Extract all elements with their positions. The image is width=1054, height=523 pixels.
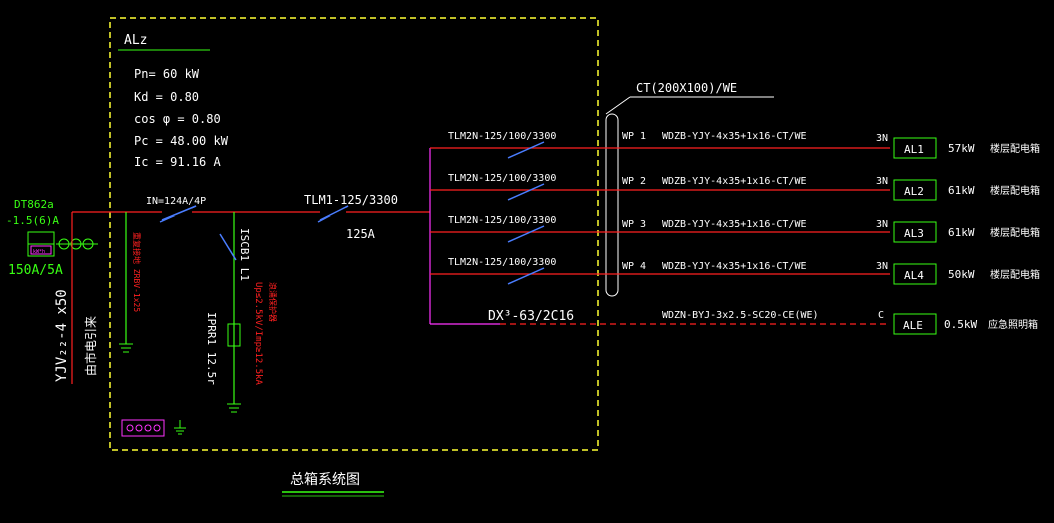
circuit-4-wp: WP 4 — [622, 261, 646, 272]
circuit-4-target-box — [893, 263, 937, 285]
circuit-4: TLM2N-125/100/3300 WP 4 WDZB-YJY-4x35+1x… — [430, 257, 1040, 285]
main-breaker-current: 125A — [346, 227, 376, 241]
diagram-title: 总箱系统图 — [290, 472, 360, 488]
earth-terminal-block — [121, 419, 165, 437]
emergency-phase: C — [878, 310, 884, 321]
cable-tray-label: CT(200X100)/WE — [636, 81, 737, 95]
circuit-1-power: 57kW — [948, 142, 975, 155]
circuit-4-target: AL4 — [904, 269, 924, 282]
incoming-source-note: 由市电引来 — [83, 316, 98, 376]
current-transformer — [56, 238, 98, 250]
emergency-desc: 应急照明箱 — [988, 318, 1038, 331]
circuit-2-power: 61kW — [948, 184, 975, 197]
circuit-1-switch — [507, 141, 545, 159]
circuit-2-target: AL2 — [904, 185, 924, 198]
emergency-target: ALE — [903, 319, 923, 332]
isolator-gap — [162, 208, 192, 216]
emergency-breaker: DX³-63/2C16 — [488, 309, 574, 324]
ground-red-note: 重复接地 ZRBV-1x25 — [132, 232, 142, 312]
circuit-1-breaker: TLM2N-125/100/3300 — [448, 131, 556, 142]
circuit-2-switch — [507, 183, 545, 201]
panel-pc: Pc = 48.00 kW — [134, 134, 229, 148]
circuit-1-target-box — [893, 137, 937, 159]
emergency-power: 0.5kW — [944, 318, 977, 331]
cable-tray-leader — [605, 96, 631, 115]
main-breaker-gap — [320, 208, 346, 216]
circuit-3-switch — [507, 225, 545, 243]
panel-ic: Ic = 91.16 A — [134, 155, 221, 169]
circuit-3-cable: WDZB-YJY-4x35+1x16-CT/WE — [662, 219, 807, 230]
main-breaker-label: TLM1-125/3300 — [304, 193, 398, 207]
circuit-1: TLM2N-125/100/3300 WP 1 WDZB-YJY-4x35+1x… — [430, 131, 1040, 159]
circuit-1-target: AL1 — [904, 143, 924, 156]
spd-device — [227, 323, 241, 347]
spd-device-label: IPRR1 12.5r — [205, 312, 218, 385]
circuit-4-power: 50kW — [948, 268, 975, 281]
spd-breaker-label: ISCB1 L1 — [238, 228, 251, 281]
meter-box-label: kW*h — [33, 249, 45, 255]
panel-name: ALz — [124, 33, 147, 48]
circuit-3-phase: 3N — [876, 219, 888, 230]
circuit-1-wp: WP 1 — [622, 131, 646, 142]
circuit-2: TLM2N-125/100/3300 WP 2 WDZB-YJY-4x35+1x… — [430, 173, 1040, 201]
emergency-circuit: DX³-63/2C16 WDZN-BYJ-3x2.5-SC20-CE(WE) C… — [430, 309, 1038, 335]
circuit-2-breaker: TLM2N-125/100/3300 — [448, 173, 556, 184]
ct-ratio: 150A/5A — [8, 263, 63, 278]
panel-pn: Pn= 60 kW — [134, 67, 200, 81]
ground-symbol-1 — [119, 343, 133, 353]
circuit-2-cable: WDZB-YJY-4x35+1x16-CT/WE — [662, 176, 807, 187]
spd-breaker-switch — [219, 233, 237, 261]
circuit-4-breaker: TLM2N-125/100/3300 — [448, 257, 556, 268]
circuit-3-power: 61kW — [948, 226, 975, 239]
circuit-3-desc: 楼层配电箱 — [990, 226, 1040, 239]
circuit-1-desc: 楼层配电箱 — [990, 142, 1040, 155]
circuit-4-desc: 楼层配电箱 — [990, 268, 1040, 281]
meter-label: DT862a — [14, 198, 54, 211]
panel-cos: cos φ = 0.80 — [134, 112, 221, 126]
circuit-4-cable: WDZB-YJY-4x35+1x16-CT/WE — [662, 261, 807, 272]
panel-kd: Kd = 0.80 — [134, 90, 199, 104]
circuit-2-target-box — [893, 179, 937, 201]
spd-red-note-1: 浪涌保护器 — [268, 282, 278, 322]
isolator-label: IN=124A/4P — [146, 196, 206, 207]
panel-boundary — [109, 17, 599, 451]
cable-tray — [605, 113, 619, 297]
meter-counter — [30, 245, 52, 255]
ground-symbol-2 — [227, 403, 241, 413]
circuit-1-phase: 3N — [876, 133, 888, 144]
circuit-3: TLM2N-125/100/3300 WP 3 WDZB-YJY-4x35+1x… — [430, 215, 1040, 243]
circuit-3-breaker: TLM2N-125/100/3300 — [448, 215, 556, 226]
earth-terminals — [126, 424, 161, 432]
circuit-3-target: AL3 — [904, 227, 924, 240]
circuit-2-phase: 3N — [876, 176, 888, 187]
spd-red-note-2: Up≤2.5kV/Imp≥12.5kA — [253, 282, 263, 386]
circuit-3-wp: WP 3 — [622, 219, 646, 230]
emergency-cable: WDZN-BYJ-3x2.5-SC20-CE(WE) — [662, 310, 819, 321]
circuit-4-switch — [507, 267, 545, 285]
main-breaker-blade — [319, 205, 349, 221]
circuit-2-wp: WP 2 — [622, 176, 646, 187]
circuit-4-phase: 3N — [876, 261, 888, 272]
circuit-3-target-box — [893, 221, 937, 243]
circuit-2-desc: 楼层配电箱 — [990, 184, 1040, 197]
earth-symbol — [174, 420, 186, 435]
emergency-target-box — [893, 313, 937, 335]
meter-rating: -1.5(6)A — [6, 214, 59, 227]
incoming-cable-label: YJV₂₂-4 x50 — [54, 289, 70, 382]
isolator-switch-blade — [161, 205, 197, 221]
circuit-1-cable: WDZB-YJY-4x35+1x16-CT/WE — [662, 131, 807, 142]
